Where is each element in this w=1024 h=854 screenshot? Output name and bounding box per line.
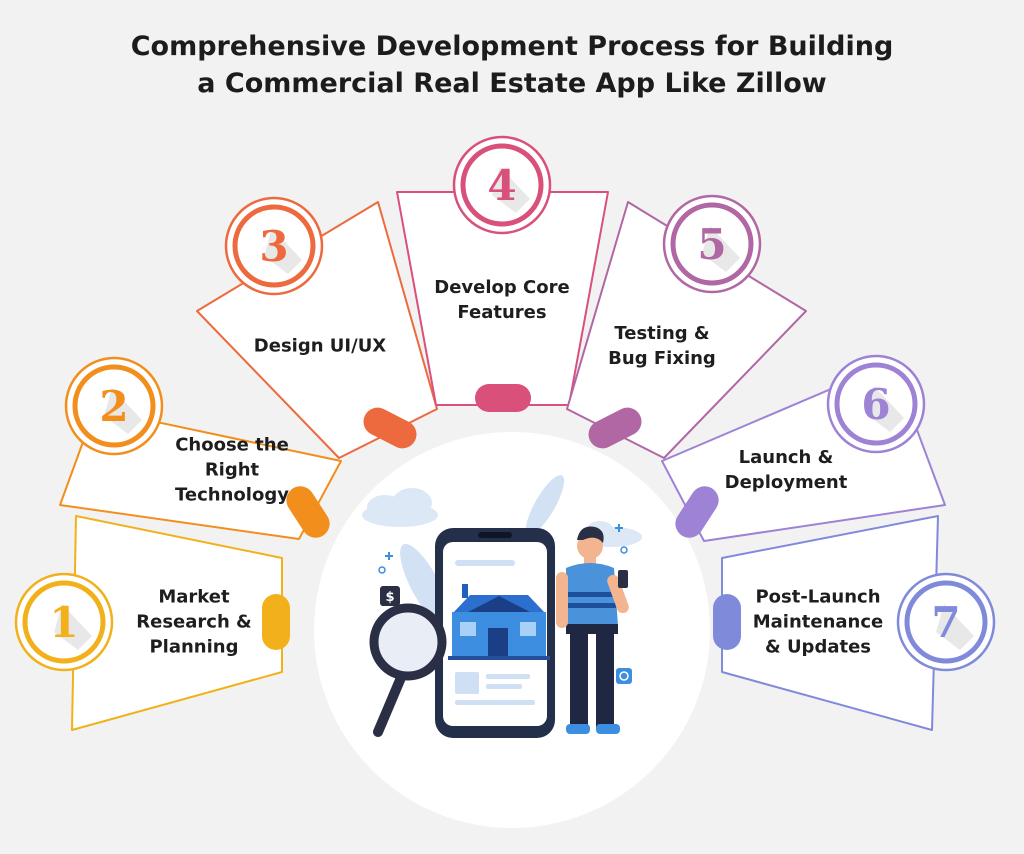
step-badge-2: 2 — [64, 356, 164, 456]
step-label-line: Research & — [136, 611, 252, 633]
magnifier-icon — [369, 603, 447, 737]
step-label-6: Launch & Deployment — [725, 445, 848, 495]
badge-shadow — [54, 604, 92, 650]
step-label-line: Right — [204, 459, 260, 481]
globe-icon — [616, 668, 632, 684]
step-label-line: Testing & — [614, 323, 710, 344]
step-badge-4: 4 — [452, 135, 552, 235]
badge-shadow — [702, 226, 740, 272]
page-title: Comprehensive Development Process for Bu… — [0, 28, 1024, 102]
step-label-5: Testing & Bug Fixing — [608, 321, 716, 371]
person-icon — [556, 526, 629, 734]
badge-shadow — [492, 167, 530, 213]
step-badge-5: 5 — [662, 194, 762, 294]
step-badges: 1 2 3 4 5 6 7 — [14, 135, 996, 672]
step-label-line: Develop Core — [434, 277, 570, 298]
step-label-line: Post-Launch — [755, 586, 881, 608]
badge-shadow — [264, 228, 302, 274]
step-number: 2 — [99, 382, 128, 431]
step-label-line: & Updates — [764, 636, 872, 658]
dollar-icon: $ — [380, 586, 400, 606]
house-icon — [448, 584, 550, 660]
step-badge-1: 1 — [14, 572, 114, 672]
step-connector-6 — [675, 486, 719, 538]
step-label-line: Market — [158, 586, 230, 608]
step-number: 1 — [49, 598, 78, 647]
step-number: 6 — [861, 380, 890, 429]
sparkle-icon — [378, 524, 628, 574]
step-label-3: Design UI/UX — [254, 334, 386, 359]
badge-shadow — [866, 386, 904, 432]
step-label-line: Maintenance — [752, 611, 884, 633]
title-line-2: a Commercial Real Estate App Like Zillow — [197, 68, 827, 99]
step-number: 5 — [697, 220, 726, 269]
title-line-1: Comprehensive Development Process for Bu… — [130, 31, 894, 62]
step-label-line: Planning — [149, 636, 239, 658]
step-label-line: Choose the — [175, 434, 289, 456]
step-badge-7: 7 — [896, 572, 996, 672]
step-connector-2 — [286, 486, 330, 538]
svg-text:$: $ — [385, 590, 394, 605]
step-connector-1 — [262, 594, 290, 650]
step-number: 4 — [487, 161, 516, 210]
step-label-line: Deployment — [724, 472, 848, 493]
step-badge-6: 6 — [826, 354, 926, 454]
step-label-line: Features — [457, 302, 547, 323]
step-label-line: Design UI/UX — [253, 335, 387, 357]
badge-shadow — [936, 604, 974, 650]
step-number: 3 — [259, 222, 288, 271]
step-label-line: Technology — [175, 484, 289, 506]
center-illustration: $ — [314, 432, 710, 828]
step-connector-7 — [713, 594, 741, 650]
step-label-line: Bug Fixing — [608, 348, 716, 369]
step-connector-3 — [363, 407, 417, 449]
step-number: 7 — [931, 598, 960, 647]
badge-shadow — [104, 388, 142, 434]
step-label-line: Launch & — [738, 447, 834, 468]
step-badge-3: 3 — [224, 196, 324, 296]
step-connector-5 — [588, 407, 642, 449]
step-connector-4 — [475, 384, 531, 412]
